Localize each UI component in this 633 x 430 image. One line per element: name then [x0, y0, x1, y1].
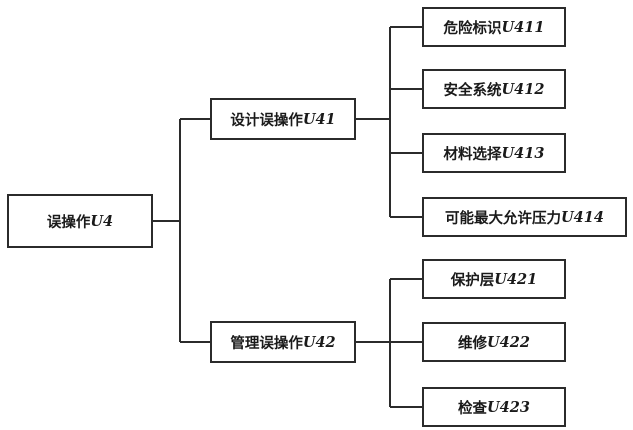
node-code: U42 [302, 333, 336, 351]
node-code: U411 [501, 18, 545, 36]
node-label: 设计误操作 [230, 112, 303, 129]
node-label: 检查 [458, 400, 488, 417]
node-code: U41 [302, 110, 336, 128]
node-code: U423 [487, 398, 530, 416]
node-label: 保护层 [450, 272, 495, 289]
node-label: 管理误操作 [230, 335, 303, 352]
node-code: U421 [494, 270, 538, 288]
node-code: U413 [501, 144, 545, 162]
node-label: 材料选择 [443, 146, 502, 163]
node-code: U412 [501, 80, 545, 98]
node-label: 可能最大允许压力 [445, 210, 562, 227]
node-code: U422 [487, 333, 530, 351]
node-label: 误操作 [46, 214, 91, 231]
node-code: U4 [90, 212, 114, 230]
node-label: 维修 [458, 335, 488, 352]
node-code: U414 [561, 208, 604, 226]
node-label: 危险标识 [443, 20, 502, 37]
node-label: 安全系统 [443, 82, 502, 99]
